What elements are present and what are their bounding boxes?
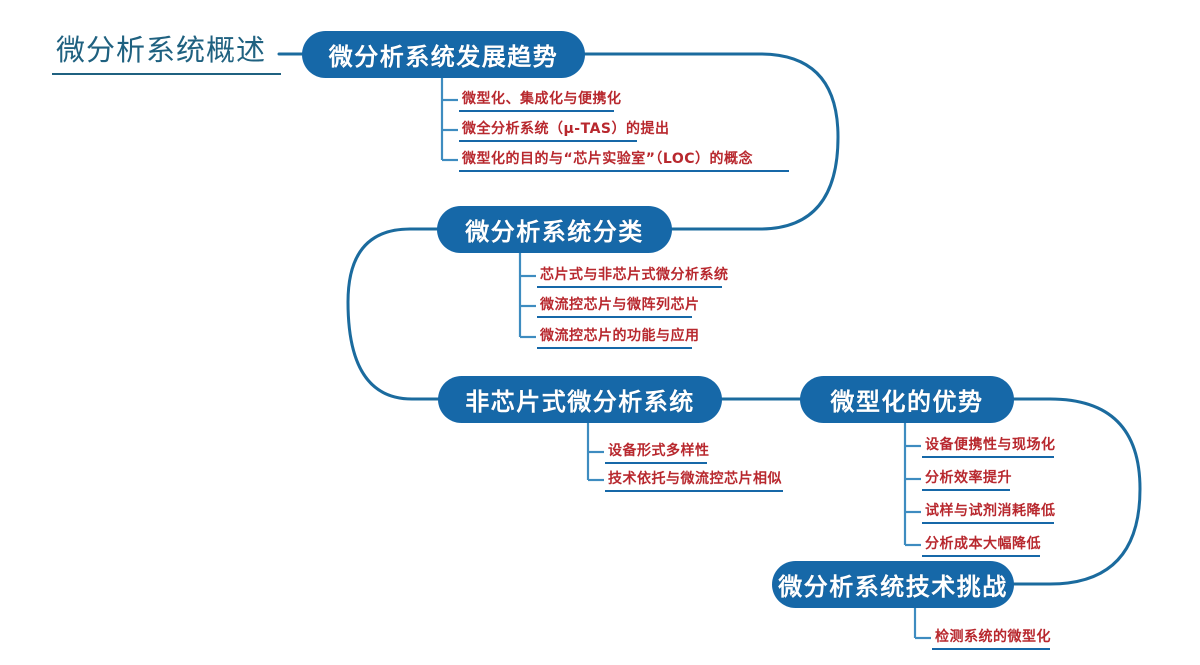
node-micro-analysis-classification[interactable]: 微分析系统分类 [437, 206, 672, 253]
root-title: 微分析系统概述 [56, 33, 267, 67]
leaf-underline [605, 490, 783, 492]
leaf-item[interactable]: 微流控芯片与微阵列芯片 [540, 297, 700, 313]
leaf-underline [922, 489, 1010, 491]
leaf-underline [459, 110, 614, 112]
leaf-item[interactable]: 分析成本大幅降低 [925, 536, 1041, 552]
leaf-underline [537, 347, 692, 349]
node-non-chip-micro-analysis-system[interactable]: 非芯片式微分析系统 [438, 376, 722, 423]
leaf-underline [537, 286, 722, 288]
leaf-item[interactable]: 微型化的目的与“芯片实验室”（LOC）的概念 [462, 151, 753, 167]
leaf-item[interactable]: 技术依托与微流控芯片相似 [608, 471, 782, 487]
root-title-underline [52, 73, 281, 75]
node-micro-analysis-technical-challenges[interactable]: 微分析系统技术挑战 [772, 561, 1014, 608]
leaf-item[interactable]: 微全分析系统（μ-TAS）的提出 [462, 121, 670, 137]
node-micro-analysis-development-trend[interactable]: 微分析系统发展趋势 [302, 31, 585, 78]
leaf-underline [537, 316, 692, 318]
leaf-underline [459, 170, 789, 172]
connector-node2-to-node3 [346, 227, 440, 401]
leaf-item[interactable]: 设备形式多样性 [608, 443, 710, 459]
leaf-item[interactable]: 微型化、集成化与便携化 [462, 91, 622, 107]
node-miniaturization-advantages[interactable]: 微型化的优势 [800, 376, 1014, 423]
leaf-item[interactable]: 微流控芯片的功能与应用 [540, 328, 700, 344]
leaf-item[interactable]: 芯片式与非芯片式微分析系统 [540, 267, 729, 283]
leaf-item[interactable]: 分析效率提升 [925, 470, 1012, 486]
leaf-underline [922, 555, 1040, 557]
leaf-underline [922, 456, 1054, 458]
leaf-underline [922, 522, 1054, 524]
leaf-item[interactable]: 试样与试剂消耗降低 [925, 503, 1056, 519]
leaf-underline [605, 462, 707, 464]
leaf-underline [932, 648, 1050, 650]
leaf-item[interactable]: 检测系统的微型化 [935, 629, 1051, 645]
leaf-item[interactable]: 设备便携性与现场化 [925, 437, 1056, 453]
leaf-underline [459, 140, 637, 142]
